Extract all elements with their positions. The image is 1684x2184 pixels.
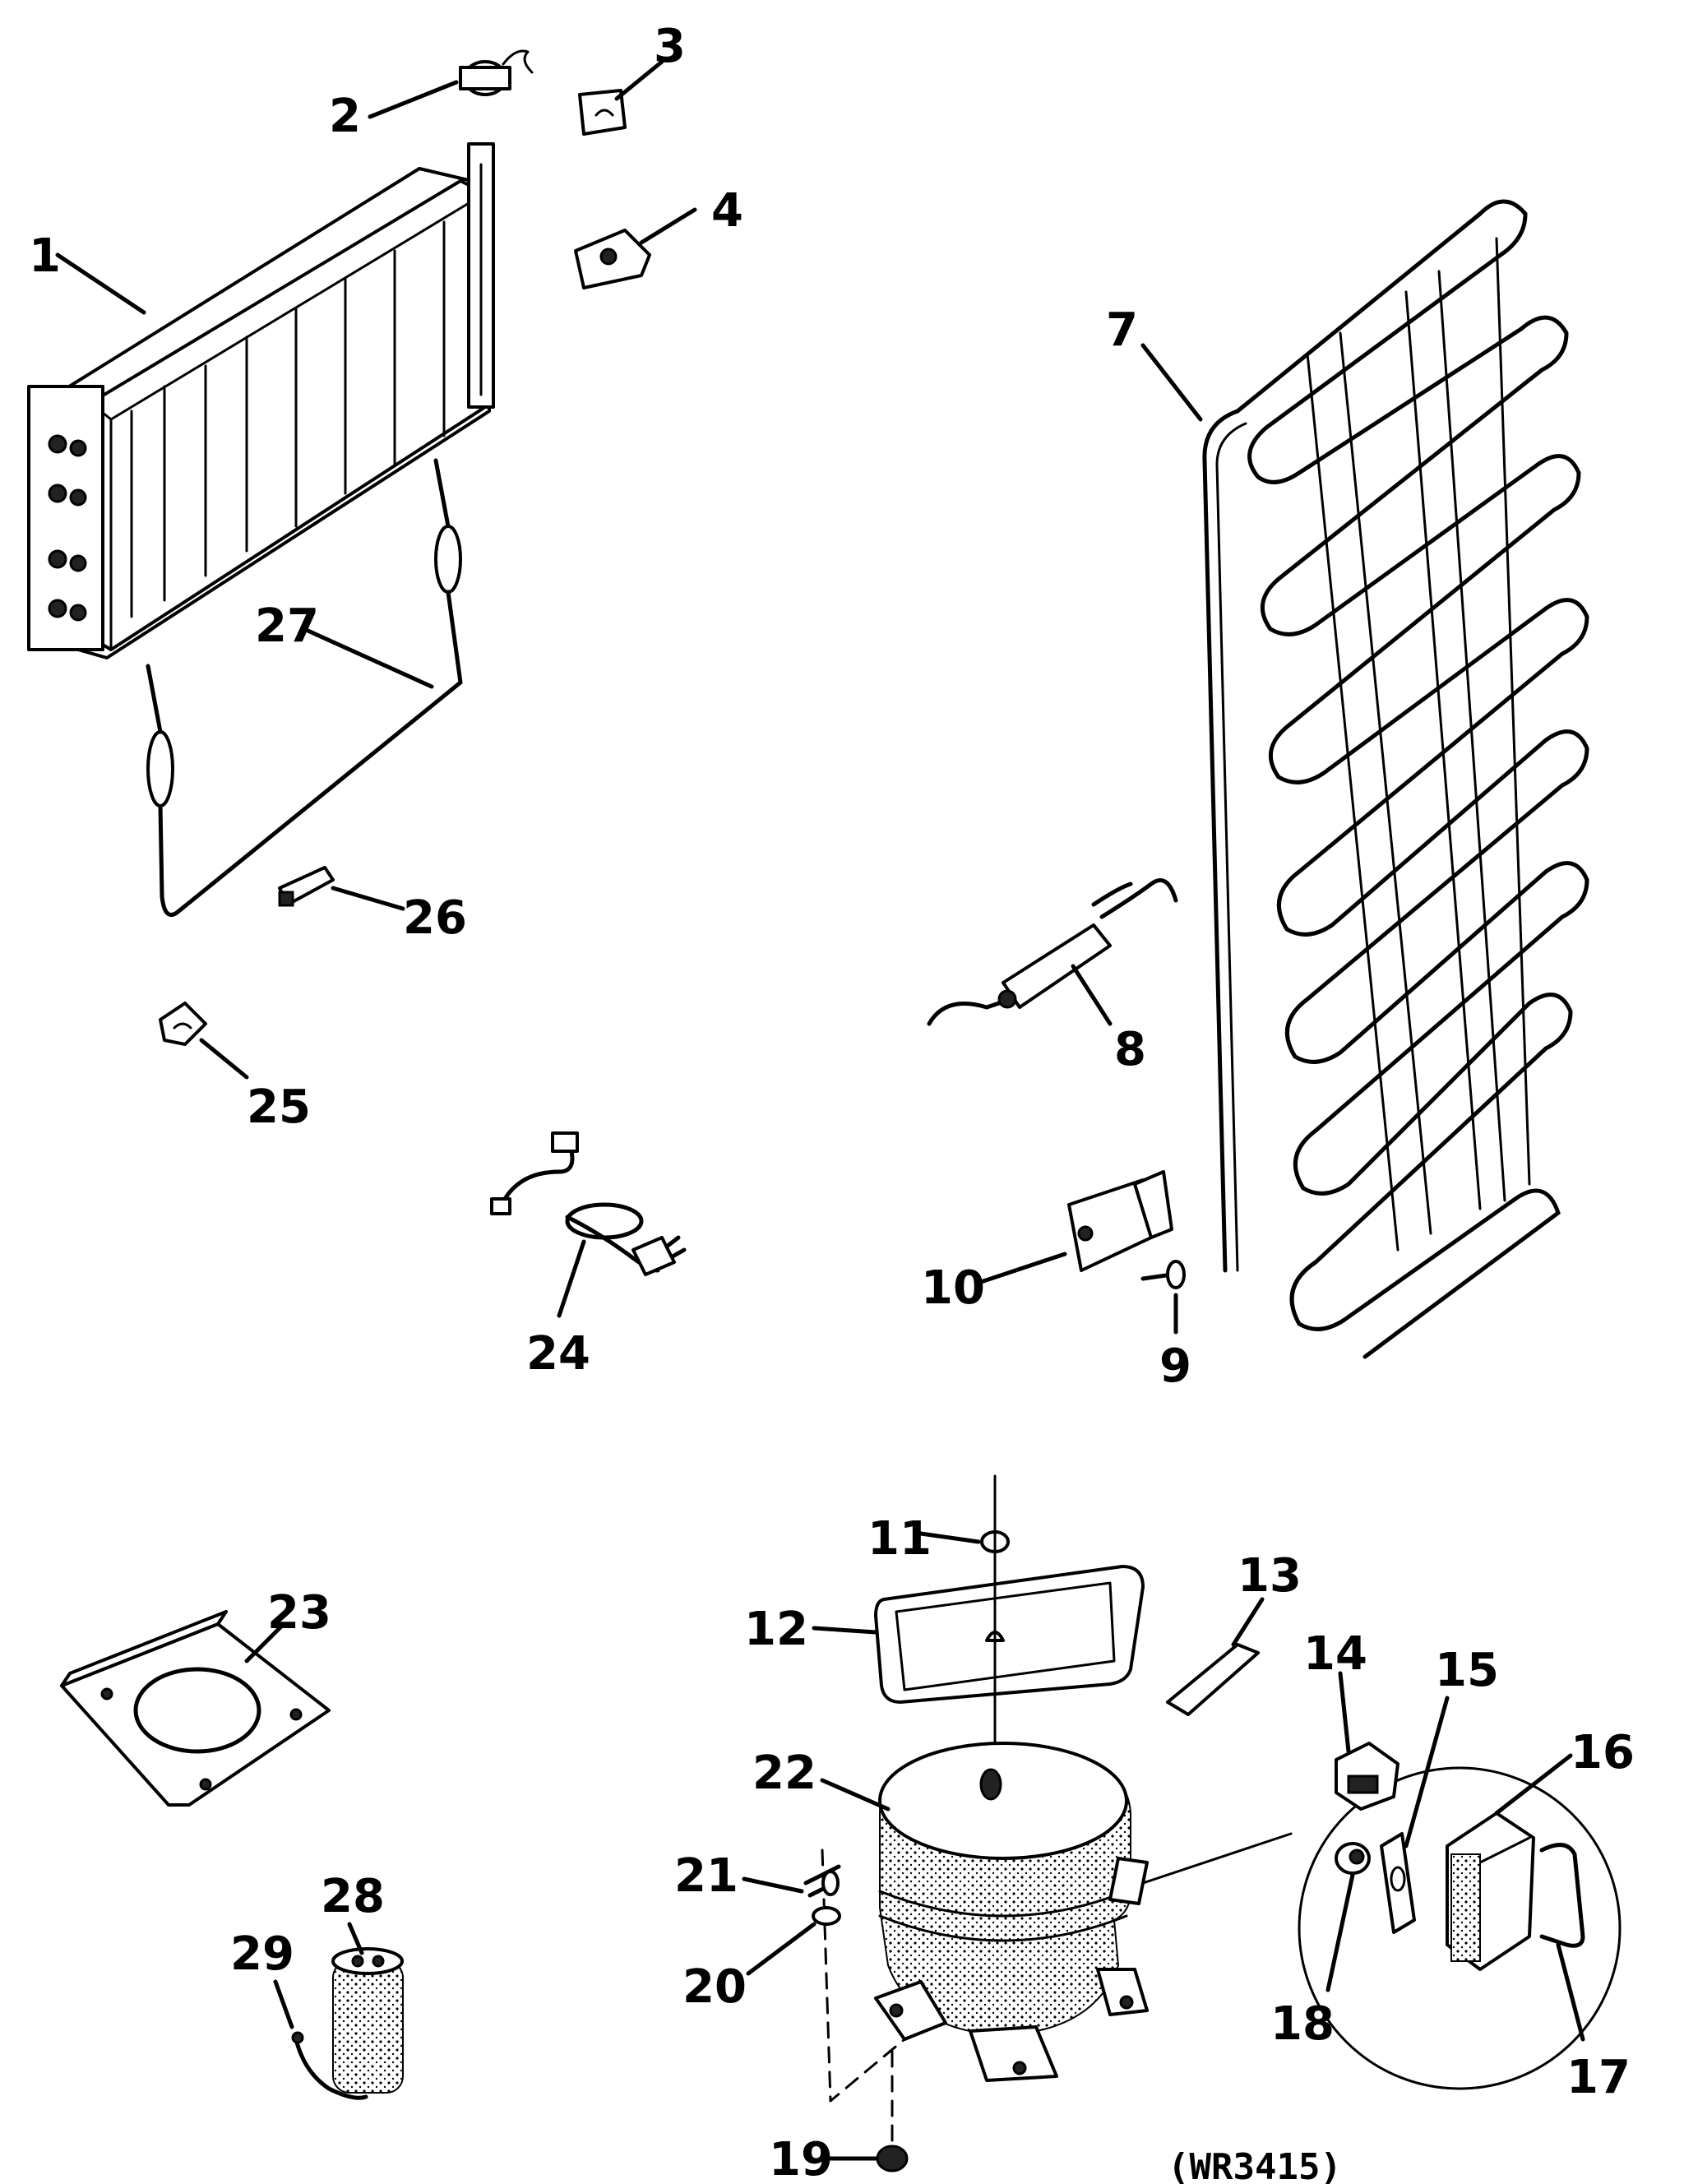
clip-part-25 <box>159 1002 207 1046</box>
callout-25: 25 <box>247 1080 311 1134</box>
callout-22: 22 <box>752 1747 817 1800</box>
callout-15: 15 <box>1435 1644 1499 1697</box>
callout-16: 16 <box>1571 1726 1635 1779</box>
mounting-plate-part-23 <box>60 1610 331 1807</box>
compressor-assembly <box>803 1474 1293 2172</box>
condenser-coil-part-7 <box>1202 199 1589 1359</box>
callout-19: 19 <box>769 2133 833 2184</box>
label-strip-part-13 <box>1166 1643 1260 1716</box>
figure-code: (WR3415) <box>1168 2146 1342 2184</box>
callout-28: 28 <box>321 1870 385 1923</box>
electrical-detail <box>1298 1742 1622 2090</box>
callout-3: 3 <box>654 20 686 73</box>
screw-part-9 <box>1140 1260 1186 1289</box>
heater-part-27 <box>146 458 463 917</box>
callout-24: 24 <box>526 1327 590 1381</box>
drier-part-8 <box>927 878 1178 1026</box>
capacitor-part-28 <box>331 1947 404 2094</box>
callout-18: 18 <box>1270 1997 1335 2051</box>
callout-26: 26 <box>403 891 467 945</box>
callout-20: 20 <box>682 1960 747 2014</box>
bracket-part-10 <box>1067 1170 1173 1272</box>
callout-11: 11 <box>867 1512 932 1566</box>
callout-8: 8 <box>1114 1023 1146 1076</box>
tie-part-26 <box>278 866 335 907</box>
callout-1: 1 <box>29 229 61 283</box>
callout-labels: 1 2 3 4 7 8 9 10 11 12 13 14 15 16 17 18… <box>29 20 1635 2184</box>
callout-12: 12 <box>744 1603 808 1656</box>
callout-17: 17 <box>1566 2051 1631 2104</box>
callout-13: 13 <box>1238 1549 1302 1603</box>
callout-29: 29 <box>230 1927 294 1981</box>
callout-23: 23 <box>267 1586 331 1640</box>
clip-part-3 <box>578 89 627 136</box>
power-cord-part-24 <box>490 1131 687 1276</box>
callout-9: 9 <box>1159 1340 1191 1393</box>
callout-4: 4 <box>711 184 743 238</box>
callout-10: 10 <box>921 1261 985 1315</box>
callout-14: 14 <box>1303 1627 1367 1681</box>
callout-7: 7 <box>1106 303 1138 357</box>
callout-2: 2 <box>329 90 361 143</box>
callout-27: 27 <box>255 599 319 653</box>
leader-lines <box>55 59 1585 2161</box>
defrost-thermostat-part-2 <box>459 49 534 96</box>
wire-lead-part-29 <box>291 2031 368 2100</box>
callout-21: 21 <box>674 1849 738 1903</box>
bracket-part-4 <box>574 229 651 289</box>
evaporator-part-1 <box>27 142 495 659</box>
